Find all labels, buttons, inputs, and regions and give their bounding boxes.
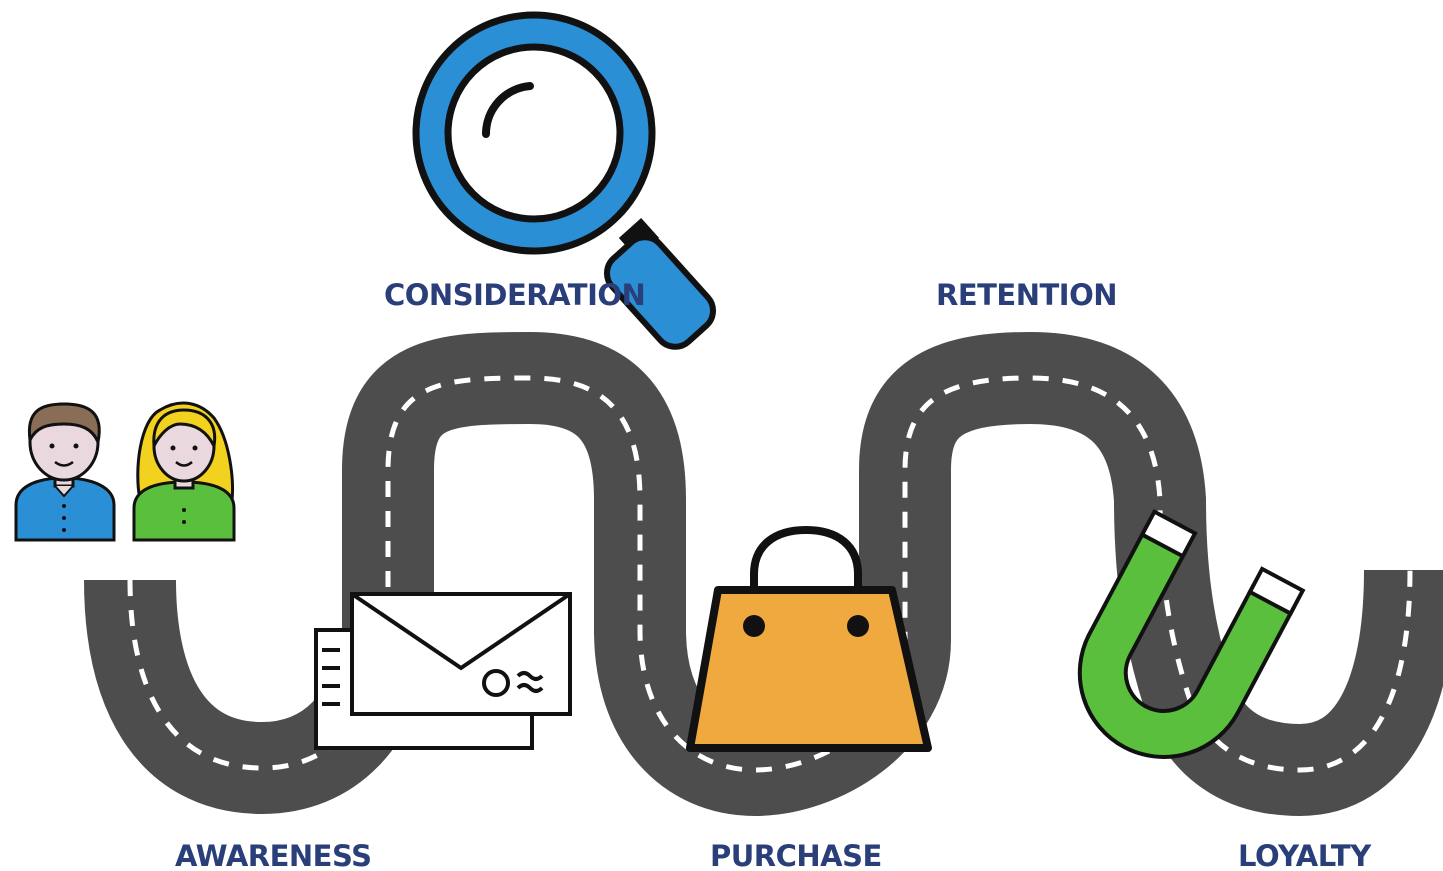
stage-label-purchase: PURCHASE (710, 839, 882, 871)
woman-figure (132, 401, 236, 542)
man-figure (14, 402, 116, 542)
people-icon (14, 401, 236, 542)
shopping-bag-icon (686, 525, 932, 752)
envelope-icon (314, 592, 572, 750)
stage-label-loyalty: LOYALTY (1238, 839, 1371, 871)
stage-label-consideration: CONSIDERATION (384, 278, 646, 312)
stage-label-awareness: AWARENESS (175, 839, 372, 871)
road-center-line (127, 375, 1413, 773)
magnifying-glass-icon (412, 11, 717, 350)
magnet-icon (1077, 508, 1306, 759)
stage-label-retention: RETENTION (936, 278, 1118, 312)
